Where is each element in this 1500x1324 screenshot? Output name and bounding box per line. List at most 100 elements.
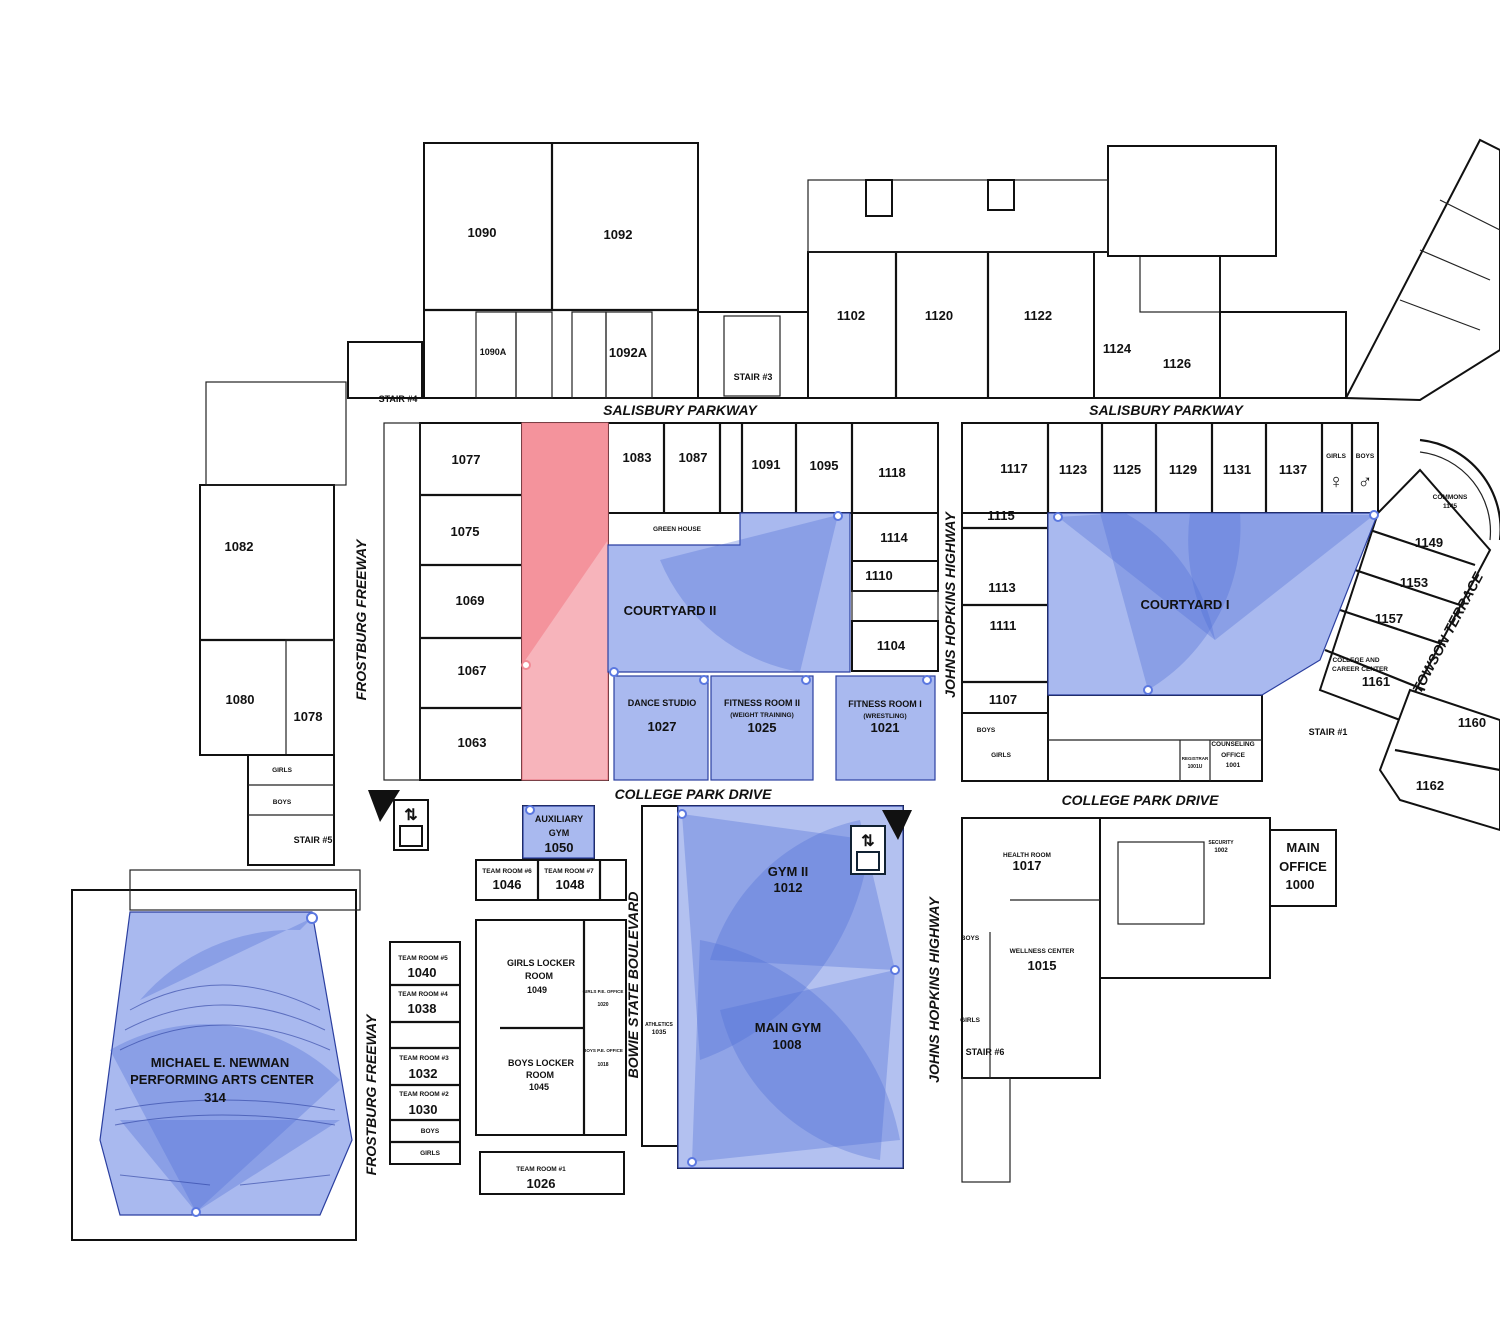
room-label: 1035 [652,1029,667,1036]
room-label: ROOM [526,1070,554,1080]
restroom-label: BOYS [421,1128,440,1135]
room-label: 1091 [752,457,781,472]
room-label: TEAM ROOM #3 [399,1055,449,1062]
room-label: COMMONS [1433,494,1468,501]
room-label: 1026 [527,1176,556,1191]
restroom-label: GIRLS [960,1017,981,1024]
room-label: WELLNESS CENTER [1010,948,1075,955]
room-label: 1111 [990,618,1017,633]
restroom-label: GIRLS [420,1150,441,1157]
room-label: 1000 [1286,877,1315,892]
restroom-label: BOYS [961,935,980,942]
room-label: 1114 [880,530,908,545]
room-label: STAIR #3 [734,372,773,382]
room-label: COURTYARD II [624,603,717,618]
room-label: 1038 [408,1001,437,1016]
room-label: 1117 [1000,461,1028,476]
room-label: 1001U [1188,764,1203,770]
room-label: 1046 [493,877,522,892]
room-label: 1017 [1013,858,1042,873]
room-label: 1126 [1163,356,1191,371]
street-label: BOWIE STATE BOULEVARD [625,892,641,1079]
camera-sector [710,820,895,970]
room-label: 1045 [529,1082,549,1092]
camera-sector [660,515,838,672]
restroom-label: BOYS [1356,453,1375,460]
room-label: 1131 [1223,462,1251,477]
room-label: COLLEGE AND [1332,657,1379,664]
room-label: 1160 [1458,715,1486,730]
coverage-fitness-2 [710,675,814,781]
room-label: 314 [204,1090,226,1105]
coverage-overlays [99,422,1379,1217]
room-label: MAIN [1286,840,1319,855]
room-label: 1020 [597,1002,608,1008]
room-label: GYM [549,828,570,838]
room-label: FITNESS ROOM II [724,698,800,708]
room-label: STAIR #5 [294,835,333,845]
street-label: SALISBURY PARKWAY [603,402,758,418]
room-label: 1049 [527,985,547,995]
coverage-fitness-1 [835,675,936,781]
room-label: 1090A [480,347,507,357]
coverage-dance-studio [613,675,709,781]
room-label: 1115 [987,508,1015,523]
camera-sector [1188,513,1374,640]
room-label: 1124 [1103,341,1132,356]
room-label: 1095 [810,458,839,473]
room-label: ATHLETICS [645,1022,673,1028]
room-label: DANCE STUDIO [628,698,697,708]
room-label: 1050 [545,840,574,855]
room-label: 1087 [679,450,708,465]
room-label: FITNESS ROOM I [848,699,922,709]
room-label: AUXILIARY [535,814,583,824]
room-label: BOYS LOCKER [508,1058,575,1068]
coverage-courtyard-1 [1047,512,1379,696]
room-label: 1129 [1169,462,1197,477]
room-label: OFFICE [1221,752,1245,759]
room-label: 1113 [988,580,1016,595]
room-label: 1122 [1024,308,1052,323]
room-label: 1123 [1059,462,1087,477]
room-label: SECURITY [1208,840,1234,846]
room-label: 1107 [989,692,1017,707]
room-label: TEAM ROOM #4 [398,991,448,998]
street-label: COLLEGE PARK DRIVE [1062,792,1220,808]
room-label: STAIR #4 [379,394,418,404]
room-label: (WEIGHT TRAINING) [730,712,794,719]
restroom-label: GIRLS [1326,453,1347,460]
room-label: ROOM [525,971,553,981]
room-label: 1018 [597,1062,608,1068]
male-restroom-icon: ♂ [1358,471,1373,493]
room-label: TEAM ROOM #7 [544,868,594,875]
room-label: REGISTRAR [1182,756,1209,761]
coverage-courtyard-2 [607,512,851,673]
camera-sector [120,1120,340,1212]
svg-text:⇅: ⇅ [861,833,874,850]
camera-sector [1100,513,1241,690]
room-label: PERFORMING ARTS CENTER [130,1072,314,1087]
room-label: 1012 [774,880,803,895]
room-label: 1078 [294,709,323,724]
room-label: 1090 [468,225,497,240]
street-label: SALISBURY PARKWAY [1089,402,1244,418]
room-label: 1021 [871,720,900,735]
room-label: MAIN GYM [755,1020,821,1035]
camera-sector [1058,513,1215,640]
restroom-label: BOYS [977,727,996,734]
street-label: FROSTBURG FREEWAY [363,1013,379,1175]
room-label: 1153 [1400,575,1428,590]
coverage-auxiliary-gym [522,805,595,859]
street-label: COLLEGE PARK DRIVE [615,786,773,802]
uncovered-wedge [522,423,608,665]
restroom-label: GIRLS [272,767,293,774]
camera-sector [110,1024,340,1212]
room-label: BOYS P.E. OFFICE [583,1048,623,1053]
room-label: COURTYARD I [1140,597,1229,612]
room-label: 1120 [925,308,953,323]
street-label: JOHNS HOPKINS HIGHWAY [926,896,942,1083]
room-label: CAREER CENTER [1332,666,1388,673]
room-label: 1067 [458,663,487,678]
room-label: 1080 [226,692,255,707]
